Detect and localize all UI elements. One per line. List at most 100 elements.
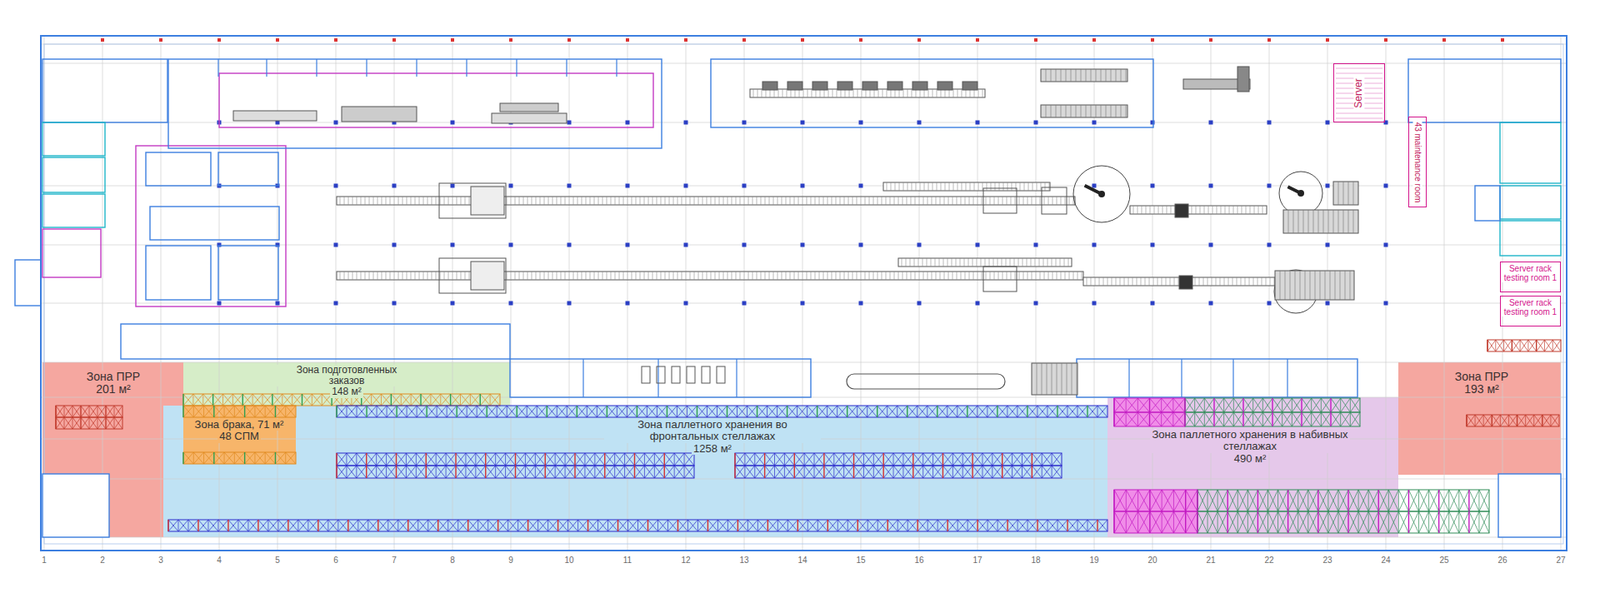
conveyor-roller bbox=[918, 258, 920, 267]
pallet-line bbox=[1125, 69, 1127, 82]
rack-post bbox=[89, 417, 90, 430]
text-group: Зона ПРР193 м² bbox=[1410, 370, 1553, 397]
rack-post bbox=[1113, 398, 1115, 413]
wall-mark bbox=[1325, 38, 1330, 42]
rack-post bbox=[1458, 511, 1460, 534]
pallet-line bbox=[1105, 105, 1107, 118]
conveyor-roller bbox=[656, 196, 658, 205]
conveyor-roller bbox=[1001, 258, 1003, 267]
rack-post bbox=[1026, 405, 1028, 418]
rack-cell bbox=[1301, 398, 1312, 413]
conveyor-roller bbox=[1006, 196, 1008, 205]
rack-cell bbox=[458, 520, 469, 532]
rack-cell bbox=[1449, 511, 1460, 534]
rack-row bbox=[183, 452, 296, 465]
rack-post bbox=[1041, 453, 1043, 466]
conveyor-roller bbox=[970, 182, 971, 191]
conveyor-roller bbox=[1203, 277, 1205, 286]
rack-cell bbox=[696, 405, 707, 418]
column-mark bbox=[917, 301, 922, 306]
rack-post bbox=[365, 453, 367, 466]
rack-post bbox=[637, 520, 639, 532]
rack-cell bbox=[676, 405, 687, 418]
conveyor-roller bbox=[581, 271, 583, 280]
rack-post bbox=[857, 520, 859, 532]
rack-post bbox=[1478, 490, 1480, 512]
rack-post bbox=[72, 417, 74, 430]
rack-cell bbox=[1233, 412, 1244, 427]
rack-cell bbox=[917, 520, 928, 532]
rack-cell bbox=[967, 520, 978, 532]
conveyor-roller bbox=[1254, 205, 1255, 215]
rack-post bbox=[1541, 415, 1543, 427]
rack-post bbox=[1508, 415, 1510, 427]
conveyor-roller bbox=[1220, 277, 1221, 286]
conveyor-roller bbox=[981, 196, 983, 205]
rack-cell bbox=[498, 520, 509, 532]
rack-post bbox=[335, 465, 337, 479]
conveyor-roller bbox=[1157, 277, 1159, 286]
conveyor-roller bbox=[602, 271, 604, 280]
conveyor-roller bbox=[965, 182, 967, 191]
column-mark bbox=[1325, 184, 1330, 189]
conveyor-roller bbox=[778, 89, 780, 98]
conveyor-roller bbox=[598, 271, 600, 280]
rack-cell bbox=[282, 394, 293, 406]
conveyor-roller bbox=[890, 182, 892, 191]
conveyor-roller bbox=[681, 196, 683, 205]
rack-cell bbox=[1197, 511, 1208, 534]
server-room: Server bbox=[1333, 63, 1385, 123]
rack-post bbox=[1173, 511, 1175, 534]
conveyor-roller bbox=[448, 271, 450, 280]
conveyor-roller bbox=[1035, 271, 1037, 280]
conveyor-roller bbox=[410, 196, 412, 205]
rack-post bbox=[237, 520, 239, 532]
rack-post bbox=[626, 405, 628, 418]
equipment bbox=[233, 66, 1383, 395]
rack-cell bbox=[1253, 412, 1264, 427]
rack-post bbox=[922, 453, 924, 466]
conveyor-roller bbox=[1229, 205, 1230, 215]
rack-post bbox=[517, 520, 519, 532]
room-outline bbox=[40, 35, 1567, 551]
conveyor-roller bbox=[623, 271, 625, 280]
conveyor-roller bbox=[777, 196, 779, 205]
rack-cell bbox=[80, 405, 90, 418]
rack-post bbox=[375, 453, 377, 466]
room-outline bbox=[42, 474, 110, 538]
rack-post bbox=[345, 453, 347, 466]
text-group: Зона ПРР201 м² bbox=[50, 370, 176, 397]
rack-post bbox=[1297, 490, 1299, 512]
rack-row bbox=[1466, 415, 1560, 427]
rack-cell bbox=[204, 452, 215, 465]
column-mark bbox=[684, 243, 689, 248]
wall-mark bbox=[1092, 38, 1096, 42]
rack-post bbox=[756, 405, 758, 418]
rack-post bbox=[536, 405, 538, 418]
conveyor-roller bbox=[1211, 277, 1213, 286]
rack-post bbox=[1160, 398, 1162, 413]
conveyor-roller bbox=[1010, 258, 1011, 267]
rack-post bbox=[1297, 511, 1299, 534]
conveyor-roller bbox=[972, 258, 974, 267]
rack-post bbox=[495, 465, 496, 479]
conveyor-roller bbox=[744, 271, 745, 280]
conveyor-roller bbox=[914, 258, 915, 267]
conveyor-roller bbox=[865, 271, 866, 280]
rack-post bbox=[425, 453, 427, 466]
conveyor-roller bbox=[756, 196, 758, 205]
machine bbox=[937, 81, 953, 90]
conveyor-roller bbox=[857, 89, 859, 98]
rack-cell bbox=[455, 453, 466, 466]
rack-cell bbox=[1150, 511, 1162, 534]
rack-post bbox=[736, 405, 738, 418]
rack-cell bbox=[72, 405, 81, 418]
rack-cell bbox=[456, 405, 467, 418]
rack-post bbox=[843, 453, 845, 466]
rack-cell bbox=[1173, 398, 1185, 413]
rack-post bbox=[427, 520, 429, 532]
rack-post bbox=[1320, 398, 1322, 413]
rack-post bbox=[555, 453, 556, 466]
rack-cell bbox=[657, 520, 668, 532]
rack-post bbox=[1207, 511, 1209, 534]
